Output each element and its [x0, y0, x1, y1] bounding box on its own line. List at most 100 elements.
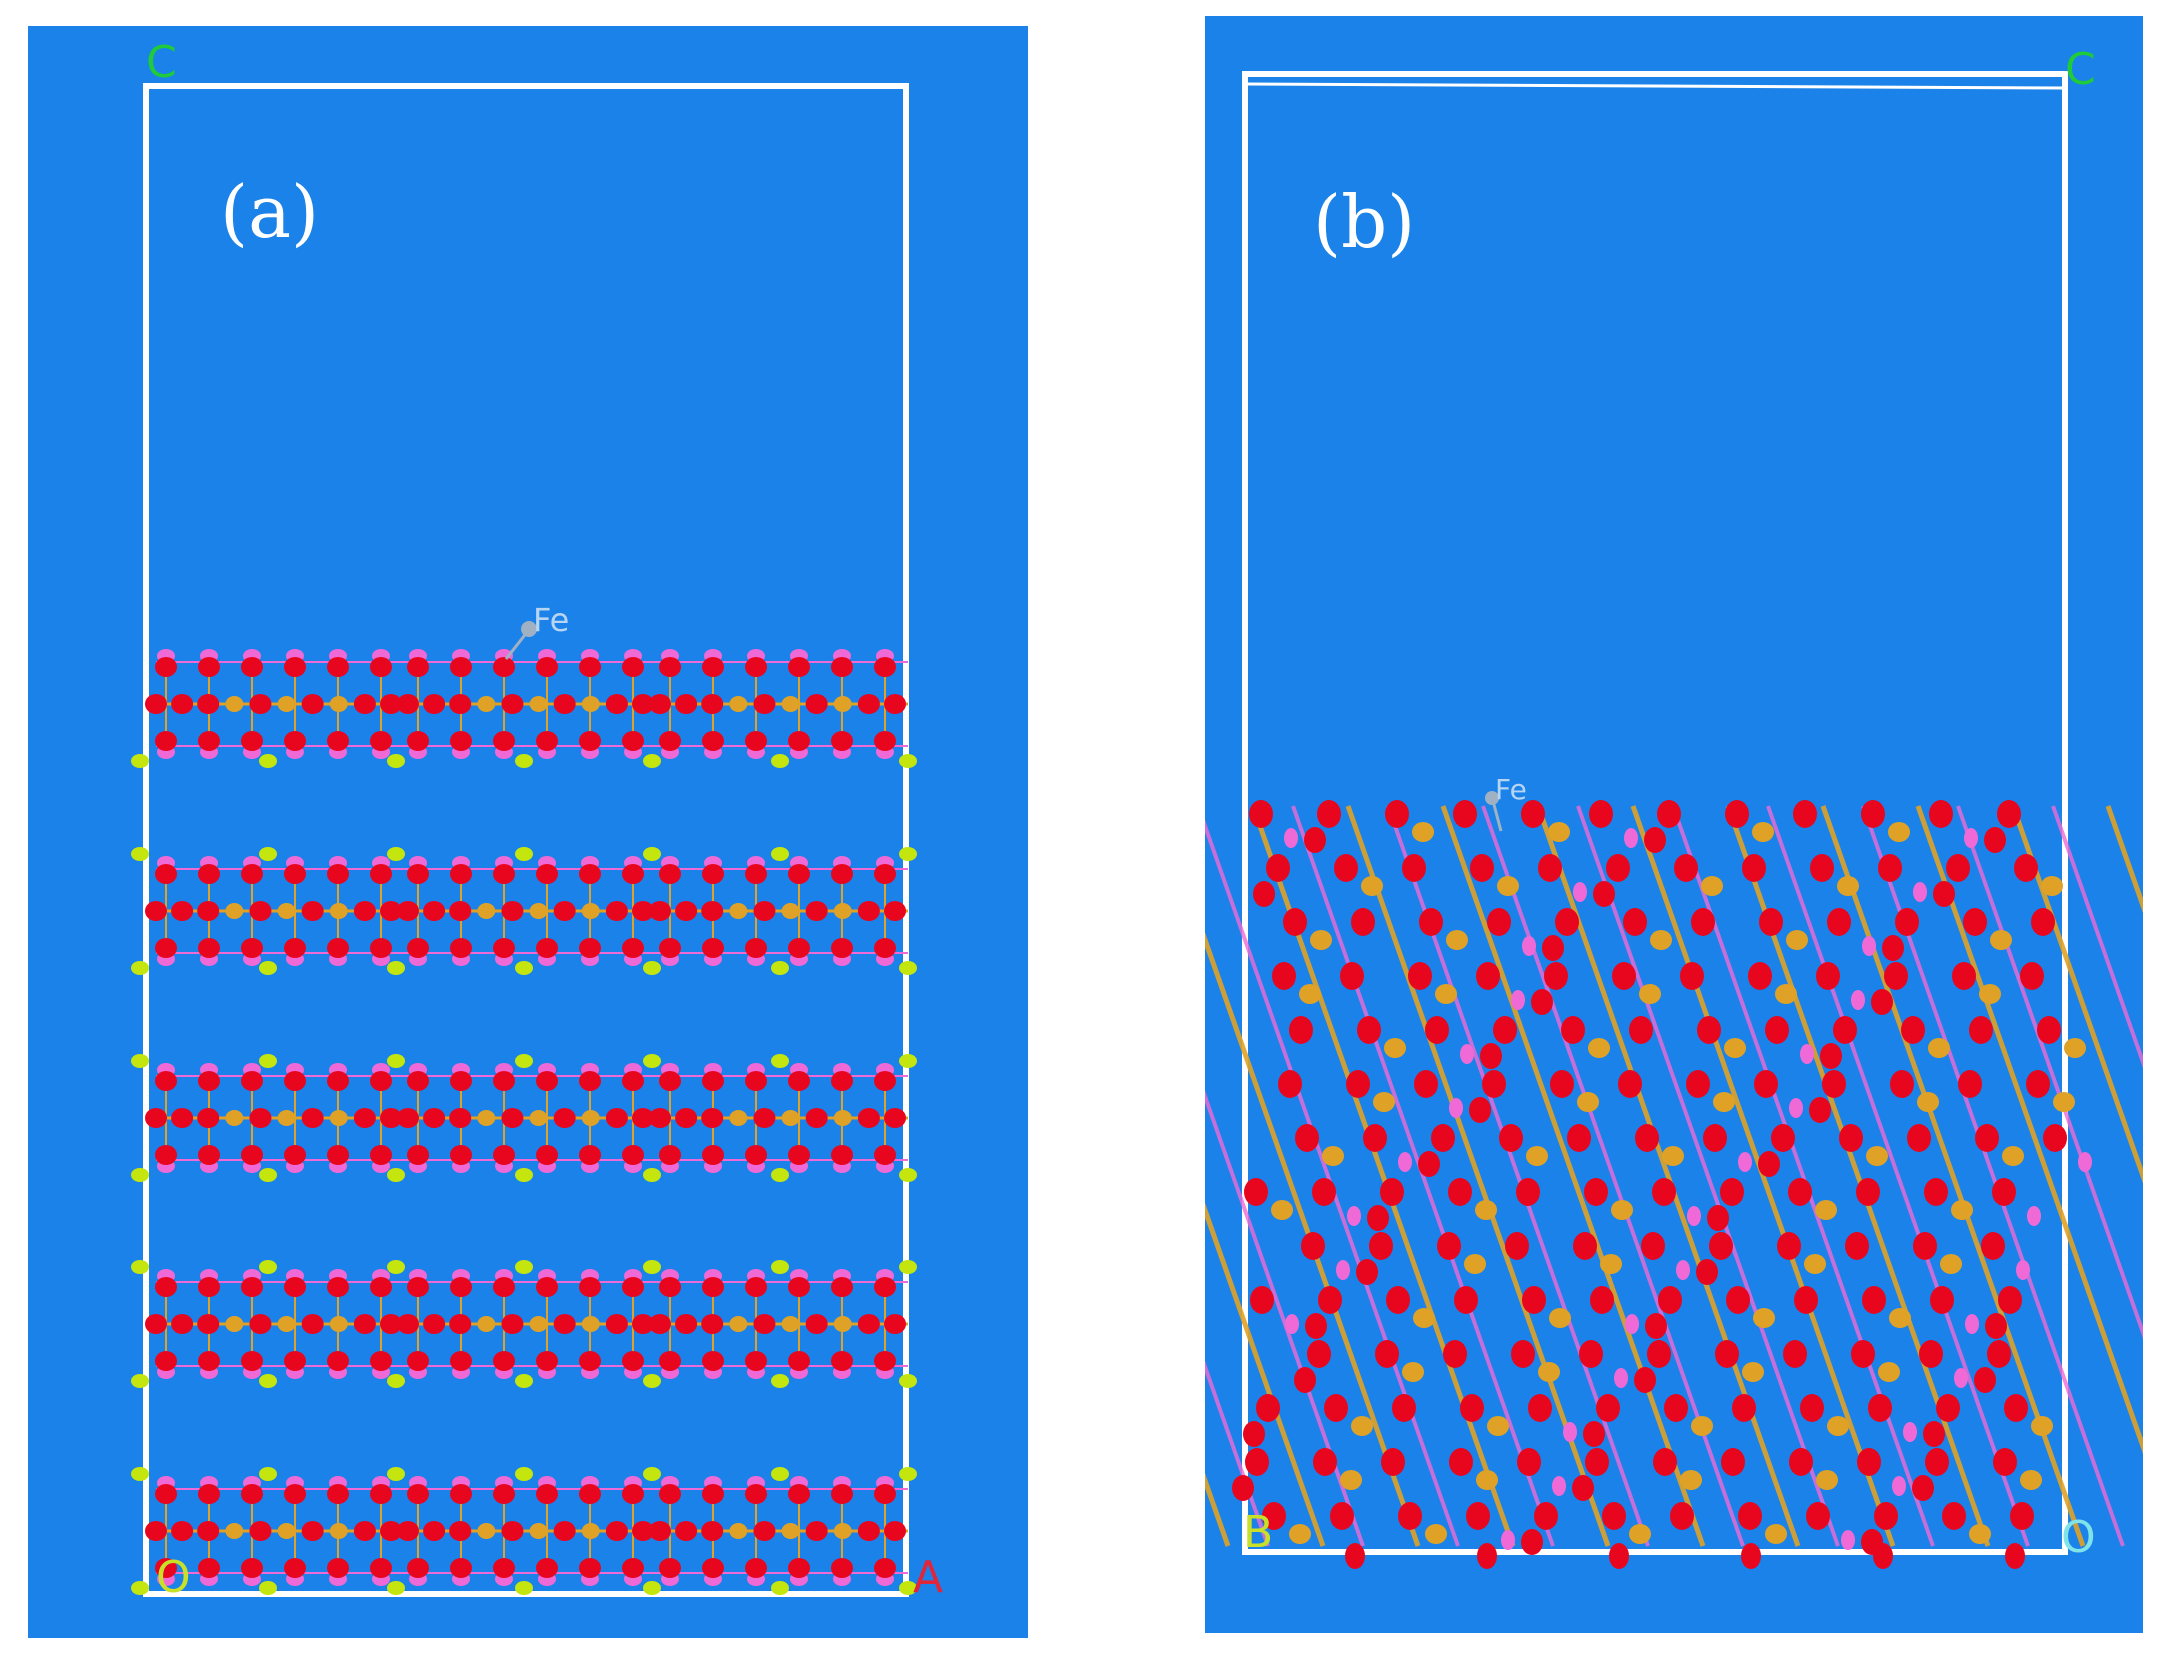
- atom-oxygen: [1809, 1097, 1831, 1123]
- atom-oxygen: [1516, 1178, 1540, 1206]
- atom-metal: [277, 1110, 296, 1126]
- atom-metal: [2031, 1416, 2053, 1436]
- atom-oxygen: [1531, 989, 1553, 1015]
- atom-oxygen: [874, 864, 896, 884]
- atom-oxygen: [380, 1314, 402, 1334]
- atom-oxygen: [1856, 1178, 1880, 1206]
- atom-oxygen: [1460, 1394, 1484, 1422]
- atom-metal: [1487, 1416, 1509, 1436]
- atom-oxygen: [241, 731, 263, 751]
- axis-label-c-b: C: [2065, 44, 2096, 95]
- atom-oxygen: [1369, 1232, 1393, 1260]
- atom-pink: [1522, 936, 1536, 956]
- atom-oxygen: [197, 1108, 220, 1128]
- atom-oxygen: [1882, 935, 1904, 961]
- atom-oxygen: [1487, 908, 1511, 936]
- fe-atom: [521, 621, 537, 637]
- atom-oxygen: [370, 1071, 392, 1091]
- atom-oxygen: [675, 1314, 698, 1334]
- atom-oxygen: [1845, 1232, 1869, 1260]
- atom-oxygen: [301, 901, 324, 921]
- atom-oxygen: [1589, 800, 1613, 828]
- atom-oxygen: [1346, 1070, 1370, 1098]
- atom-oxygen: [1408, 962, 1432, 990]
- atom-oxygen: [745, 938, 767, 958]
- axis-label-b: B: [1243, 1507, 1274, 1558]
- atom-oxygen: [805, 1314, 828, 1334]
- atom-oxygen: [753, 1108, 776, 1128]
- atom-pink: [1800, 1044, 1814, 1064]
- atom-oxygen: [1691, 908, 1715, 936]
- atom-oxygen: [536, 1277, 558, 1297]
- atom-oxygen: [831, 1145, 853, 1165]
- atom-oxygen: [1585, 1448, 1609, 1476]
- atom-lime: [387, 1260, 405, 1274]
- atom-metal: [1786, 930, 1808, 950]
- atom-metal: [1990, 930, 2012, 950]
- atom-oxygen: [1609, 1543, 1629, 1569]
- atom-oxygen: [327, 1277, 349, 1297]
- atom-metal: [529, 1110, 548, 1126]
- atom-oxygen: [675, 1108, 698, 1128]
- atom-pink: [1841, 1530, 1855, 1550]
- atom-metal: [1577, 1092, 1599, 1112]
- atom-lime: [259, 1374, 277, 1388]
- atom-pink: [1738, 1152, 1752, 1172]
- atom-oxygen: [1295, 1124, 1319, 1152]
- atom-oxygen: [1930, 1286, 1954, 1314]
- atom-oxygen: [493, 731, 515, 751]
- atom-oxygen: [553, 1314, 576, 1334]
- atom-oxygen: [397, 1108, 419, 1128]
- atom-oxygen: [1528, 1394, 1552, 1422]
- atom-oxygen: [353, 1521, 376, 1541]
- atom-oxygen: [805, 694, 828, 714]
- atom-pink: [1573, 882, 1587, 902]
- atom-metal: [729, 1110, 748, 1126]
- atom-oxygen: [788, 1277, 810, 1297]
- atom-oxygen: [1680, 962, 1704, 990]
- atom-oxygen: [536, 1484, 558, 1504]
- atom-oxygen: [1402, 854, 1426, 882]
- atom-oxygen: [1794, 1286, 1818, 1314]
- atom-oxygen: [301, 694, 324, 714]
- atom-oxygen: [380, 901, 402, 921]
- atom-metal: [1425, 1524, 1447, 1544]
- atom-oxygen: [1789, 1448, 1813, 1476]
- axis-label-origin-a: O: [156, 1552, 191, 1603]
- atom-lime: [643, 1581, 661, 1595]
- atom-oxygen: [407, 1277, 429, 1297]
- atom-oxygen: [353, 901, 376, 921]
- atom-oxygen: [622, 731, 644, 751]
- atom-oxygen: [1453, 800, 1477, 828]
- atom-lime: [515, 1581, 533, 1595]
- atom-lime: [771, 1168, 789, 1182]
- atom-oxygen: [857, 1521, 880, 1541]
- atom-metal: [225, 1523, 244, 1539]
- atom-oxygen: [1584, 1178, 1608, 1206]
- atom-oxygen: [1742, 854, 1766, 882]
- atom-metal: [1413, 1308, 1435, 1328]
- atom-metal: [729, 696, 748, 712]
- atom-pink: [1892, 1476, 1906, 1496]
- atom-metal: [329, 1316, 348, 1332]
- atom-oxygen: [1618, 1070, 1642, 1098]
- atom-lime: [131, 754, 149, 768]
- atom-metal: [833, 903, 852, 919]
- atom-oxygen: [198, 864, 220, 884]
- atom-metal: [477, 1523, 496, 1539]
- atom-pink: [1552, 1476, 1566, 1496]
- atom-metal: [277, 696, 296, 712]
- atom-oxygen: [536, 731, 558, 751]
- panel-a: (a) C A O Fe: [28, 26, 1028, 1638]
- atom-oxygen: [1480, 1043, 1502, 1069]
- atom-lime: [131, 1467, 149, 1481]
- atom-oxygen: [1367, 1205, 1389, 1231]
- atom-oxygen: [1363, 1124, 1387, 1152]
- atom-oxygen: [632, 901, 654, 921]
- atom-oxygen: [1703, 1124, 1727, 1152]
- bond: [2010, 805, 2143, 1184]
- atom-oxygen: [493, 938, 515, 958]
- atom-lime: [259, 1467, 277, 1481]
- panel-label-b: (b): [1313, 180, 1416, 264]
- atom-oxygen: [745, 1558, 767, 1578]
